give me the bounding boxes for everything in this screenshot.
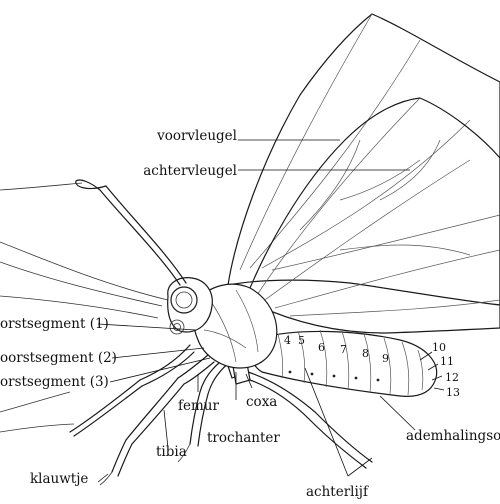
abdomen-shape xyxy=(251,330,438,397)
label-forewing: voorvleugel xyxy=(156,128,237,144)
labels: voorvleugel achtervleugel orstsegment (1… xyxy=(0,128,500,500)
label-hindwing: achtervleugel xyxy=(143,163,237,179)
segment-number: 11 xyxy=(440,355,454,368)
label-thorax-segment-3: orstsegment (3) xyxy=(0,374,109,390)
label-claw: klauwtje xyxy=(30,471,88,487)
thorax xyxy=(192,283,278,369)
label-abdomen: achterlijf xyxy=(306,484,369,500)
label-tibia: tibia xyxy=(156,444,187,460)
segment-number: 5 xyxy=(298,334,305,347)
segment-number: 10 xyxy=(432,341,446,354)
abdomen xyxy=(251,329,438,397)
forewing-shape xyxy=(227,13,500,306)
segment-number: 4 xyxy=(284,334,291,347)
head xyxy=(0,179,213,335)
wings xyxy=(227,13,500,334)
segment-number: 7 xyxy=(340,343,347,356)
segment-number: 12 xyxy=(445,371,459,384)
segment-number: 6 xyxy=(318,341,325,354)
segment-number: 9 xyxy=(382,352,389,365)
label-trochanter: trochanter xyxy=(207,430,280,446)
segment-number: 13 xyxy=(446,386,460,399)
thorax-shape xyxy=(192,283,278,369)
label-thorax-segment-1: orstsegment (1) xyxy=(0,316,109,332)
segment-number: 8 xyxy=(362,347,369,360)
label-spiracle: ademhalingso xyxy=(406,428,500,444)
label-femur: femur xyxy=(178,398,219,414)
antenna xyxy=(99,189,181,286)
label-coxa: coxa xyxy=(246,394,277,410)
segment-numbers: 4 5 6 7 8 9 10 11 12 13 xyxy=(284,334,460,399)
label-thorax-segment-2: oorstsegment (2) xyxy=(0,350,117,366)
leader-lines xyxy=(97,139,445,483)
hindwing-shape xyxy=(244,97,500,334)
compound-eye xyxy=(170,286,198,314)
